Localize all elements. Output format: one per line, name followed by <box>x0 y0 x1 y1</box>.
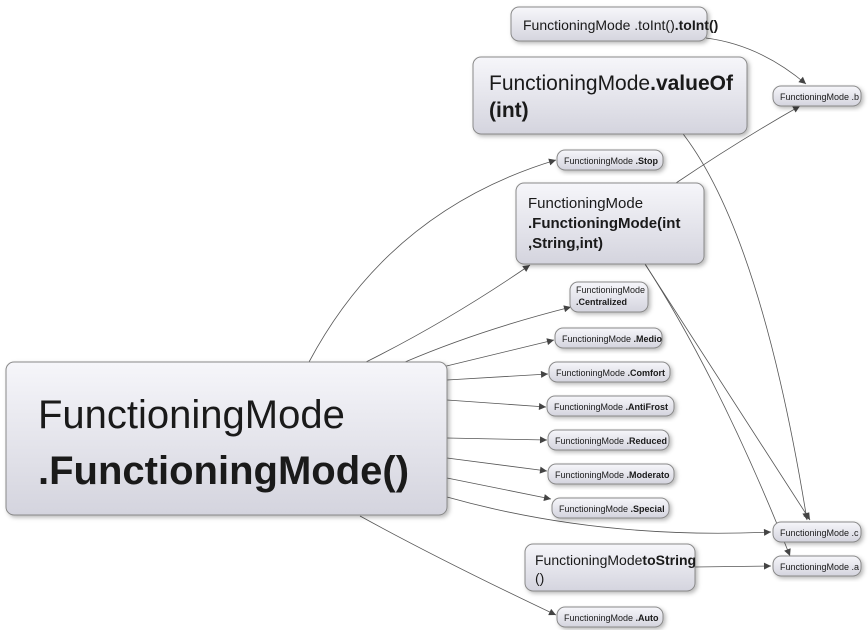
edge-ctor-a <box>644 263 791 557</box>
node-label-valueOf-1: (int) <box>489 99 529 122</box>
edge-main-ctor <box>365 264 531 363</box>
node-centralized[interactable]: FunctioningMode .Centralized <box>569 281 649 313</box>
node-box-special[interactable] <box>551 497 670 519</box>
node-label-ctor-0: FunctioningMode <box>528 195 643 212</box>
node-label-bold-special: .Special <box>631 504 665 514</box>
node-label-auto-0: FunctioningMode .Auto <box>564 613 659 623</box>
edge-main-reduced <box>446 436 548 444</box>
node-label-special-0: FunctioningMode .Special <box>559 504 665 514</box>
node-label-centralized-0: FunctioningMode <box>576 285 645 295</box>
node-box-auto[interactable] <box>556 606 664 628</box>
edge-main-medio <box>429 338 555 371</box>
node-box-main[interactable] <box>5 361 448 516</box>
node-comfort[interactable]: FunctioningMode .Comfort <box>548 361 671 383</box>
edge-ctor-b <box>675 105 801 184</box>
node-label-toString-1: () <box>535 570 544 586</box>
node-label-main-1: .FunctioningMode() <box>38 449 409 493</box>
node-box-moderato[interactable] <box>547 463 675 485</box>
node-label-toInt-0: FunctioningMode .toInt().toInt() <box>523 17 718 33</box>
node-box-centralized[interactable] <box>569 281 649 313</box>
edge-ctor-c <box>644 263 811 521</box>
edge-valueOf-c <box>679 129 810 521</box>
node-label-bold-comfort: .Comfort <box>628 368 666 378</box>
node-box-ctor[interactable] <box>515 182 705 265</box>
node-label-comfort-0: FunctioningMode .Comfort <box>556 368 665 378</box>
node-label-moderato-0: FunctioningMode .Moderato <box>555 470 670 480</box>
node-toInt[interactable]: FunctioningMode .toInt().toInt() <box>510 6 718 42</box>
edge-toString-a <box>694 562 772 570</box>
edge-main-stop <box>308 158 557 363</box>
node-box-antifrost[interactable] <box>546 395 675 417</box>
edges-layer <box>308 37 811 616</box>
node-main[interactable]: FunctioningMode .FunctioningMode() <box>5 361 448 516</box>
node-label-bold-toInt: .toInt() <box>675 17 719 33</box>
node-label-ctor-1: .FunctioningMode(int <box>528 215 680 232</box>
edge-main-c <box>446 496 772 536</box>
node-toString[interactable]: FunctioningModetoString () <box>524 543 696 592</box>
edge-main-comfort <box>446 370 549 381</box>
node-box-c[interactable] <box>772 521 862 543</box>
node-label-stop-0: FunctioningMode .Stop <box>564 156 659 166</box>
edge-main-antifrost <box>446 399 547 410</box>
node-medio[interactable]: FunctioningMode .Medio <box>554 327 663 349</box>
node-label-bold-reduced: .Reduced <box>627 436 668 446</box>
node-antifrost[interactable]: FunctioningMode .AntiFrost <box>546 395 675 417</box>
node-box-toString[interactable] <box>524 543 696 592</box>
node-label-medio-0: FunctioningMode .Medio <box>562 334 663 344</box>
node-label-c-0: FunctioningMode .c <box>780 528 859 538</box>
node-a[interactable]: FunctioningMode .a <box>772 555 862 577</box>
node-label-toString-0: FunctioningModetoString <box>535 552 696 568</box>
node-reduced[interactable]: FunctioningMode .Reduced <box>547 429 670 451</box>
edge-main-centralized <box>404 305 572 363</box>
node-label-bold-stop: .Stop <box>636 156 659 166</box>
node-box-valueOf[interactable] <box>472 56 748 135</box>
node-box-b[interactable] <box>772 85 862 107</box>
node-box-a[interactable] <box>772 555 862 577</box>
node-auto[interactable]: FunctioningMode .Auto <box>556 606 664 628</box>
node-label-bold-antifrost: .AntiFrost <box>626 402 669 412</box>
node-valueOf[interactable]: FunctioningMode.valueOf (int) <box>472 56 748 135</box>
node-label-centralized-1: .Centralized <box>576 297 627 307</box>
node-moderato[interactable]: FunctioningMode .Moderato <box>547 463 675 485</box>
node-label-reduced-0: FunctioningMode .Reduced <box>555 436 667 446</box>
node-c[interactable]: FunctioningMode .c <box>772 521 862 543</box>
edge-toInt-b <box>705 37 807 85</box>
node-special[interactable]: FunctioningMode .Special <box>551 497 670 519</box>
node-label-bold-valueOf: .valueOf <box>650 72 734 95</box>
node-box-stop[interactable] <box>556 149 664 171</box>
node-box-comfort[interactable] <box>548 361 671 383</box>
node-label-ctor-2: ,String,int) <box>528 235 603 252</box>
node-label-main-0: FunctioningMode <box>38 393 345 437</box>
edge-main-auto <box>359 515 557 616</box>
node-label-bold-medio: .Medio <box>634 334 663 344</box>
node-label-b-0: FunctioningMode .b <box>780 92 859 102</box>
node-box-medio[interactable] <box>554 327 663 349</box>
node-label-bold-moderato: .Moderato <box>627 470 671 480</box>
nodes-layer: FunctioningMode.FunctioningMode()Functio… <box>5 6 862 628</box>
node-label-bold-auto: .Auto <box>636 613 659 623</box>
node-label-bold-toString: toString <box>642 552 696 568</box>
node-label-valueOf-0: FunctioningMode.valueOf <box>489 72 734 95</box>
node-box-reduced[interactable] <box>547 429 670 451</box>
node-ctor[interactable]: FunctioningMode .FunctioningMode(int ,Stri… <box>515 182 705 265</box>
node-label-a-0: FunctioningMode .a <box>780 562 859 572</box>
node-label-antifrost-0: FunctioningMode .AntiFrost <box>554 402 668 412</box>
edge-main-moderato <box>446 457 548 474</box>
node-box-toInt[interactable] <box>510 6 708 42</box>
edge-main-special <box>446 477 552 502</box>
node-b[interactable]: FunctioningMode .b <box>772 85 862 107</box>
node-stop[interactable]: FunctioningMode .Stop <box>556 149 664 171</box>
